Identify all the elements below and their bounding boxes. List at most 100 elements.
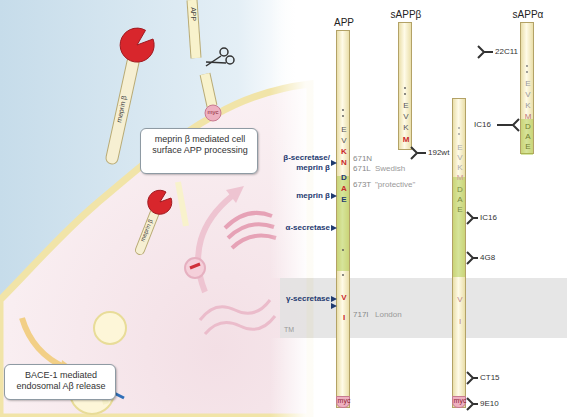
residue-letter: E	[521, 142, 535, 152]
residue-letter: D	[453, 185, 467, 195]
mutation-label: 673T	[353, 180, 377, 190]
mutation-label: 671N	[353, 154, 377, 164]
residue-letter: V	[399, 112, 413, 122]
antibody-label: 22C11	[495, 47, 529, 57]
endosome	[94, 312, 126, 344]
antibody-symbol	[478, 46, 493, 58]
meprin-enzyme	[148, 190, 172, 214]
app-epitope-bar: EVKMDAEVImyc	[452, 98, 466, 408]
residue-letter: E	[337, 125, 351, 135]
antibody-symbol	[467, 398, 478, 410]
residue-letter: A	[521, 132, 535, 142]
scissors-blade	[206, 62, 226, 63]
transport-arrow	[198, 196, 232, 292]
region-label: TM	[284, 326, 304, 334]
vesicle-cargo	[190, 264, 200, 268]
antibody-label: IC16	[474, 120, 498, 130]
antibody-label: 192wt	[428, 148, 462, 158]
meprin-rod	[112, 62, 133, 158]
sequence-dot	[458, 133, 460, 135]
bar-title: sAPPβ	[386, 9, 426, 21]
mutation-label: 717I	[353, 310, 377, 320]
app-fragment	[205, 74, 212, 106]
part-label: meprin β	[114, 89, 131, 130]
cell-membrane	[0, 84, 310, 417]
antibody-label: CT15	[480, 373, 510, 383]
part-label: meprin β	[137, 213, 156, 247]
cleavage-label: γ-secretase	[262, 294, 330, 304]
residue-letter: V	[337, 293, 351, 303]
antibody-symbol	[497, 119, 519, 131]
sequence-dot	[342, 274, 344, 276]
transmembrane-band	[280, 278, 567, 338]
scissors-handle	[220, 48, 228, 56]
sappb-bar: sAPPβEVKM	[398, 22, 412, 150]
cleavage-mark	[331, 160, 337, 166]
cleavage-mark	[331, 296, 337, 302]
sequence-dot	[342, 115, 344, 117]
residue-letter: I	[453, 317, 467, 327]
mutation-name: "protective"	[375, 180, 425, 190]
antibody-label: 4G8	[480, 253, 510, 263]
antibody-symbol	[467, 252, 478, 264]
residue-letter: V	[337, 136, 351, 146]
residue-letter: E	[399, 101, 413, 111]
sappa-bar: sAPPαEVKMDAE	[520, 22, 534, 154]
residue-letter: A	[337, 184, 351, 194]
cleavage-label: meprin β	[268, 191, 330, 201]
antibody-label: 9E10	[480, 399, 510, 409]
app-fragment-outline	[205, 74, 212, 106]
tag-label: myc	[450, 397, 470, 405]
cleavage-mark	[331, 303, 337, 309]
sequence-dot	[526, 65, 528, 67]
bar-title: sAPPα	[508, 9, 548, 21]
meprin-enzyme	[120, 28, 154, 62]
sequence-dot	[404, 87, 406, 89]
sequence-dot	[404, 93, 406, 95]
antibody-label: IC16	[480, 213, 510, 223]
residue-letter: E	[453, 205, 467, 215]
cleavage-label: α-secretase	[262, 223, 330, 233]
residue-letter: D	[337, 173, 351, 183]
part-label: APP	[189, 2, 197, 26]
golgi-stack	[232, 236, 276, 248]
sequence-dot	[458, 127, 460, 129]
residue-letter: M	[521, 112, 535, 122]
mutation-name: Swedish	[375, 164, 415, 174]
cleavage-label: β-secretase/ meprin β	[268, 153, 330, 172]
er-membrane	[200, 300, 270, 320]
residue-letter: D	[521, 122, 535, 132]
endocytosis-arrow	[22, 318, 66, 368]
callout-text: BACE-1 mediated endosomal Aβ release	[9, 370, 113, 392]
app-bar: APPEVKNDAEVImyc	[336, 30, 350, 408]
residue-letter: E	[453, 143, 467, 153]
residue-letter: M	[399, 135, 413, 145]
mutation-name: London	[375, 310, 415, 320]
meprin-rod-outline	[112, 62, 133, 158]
residue-letter: E	[337, 195, 351, 205]
sequence-dot	[342, 249, 344, 251]
residue-letter: K	[521, 101, 535, 111]
tag-label: myc	[203, 109, 223, 116]
scissors-handle	[226, 56, 234, 64]
callout-box: meprin β mediated cell surface APP proce…	[140, 128, 258, 174]
er-membrane	[205, 316, 275, 334]
app-rod	[178, 182, 186, 226]
antibody-symbol	[467, 372, 478, 384]
residue-letter: K	[399, 123, 413, 133]
tag-label: myc	[334, 397, 354, 405]
callout-box: BACE-1 mediated endosomal Aβ release	[4, 364, 116, 400]
scissors-blade	[206, 56, 221, 66]
cleavage-mark	[331, 225, 337, 231]
antibody-symbol	[467, 212, 478, 224]
sequence-dot	[342, 109, 344, 111]
cleavage-mark	[331, 193, 337, 199]
fade-panel	[270, 338, 567, 417]
residue-letter: A	[453, 195, 467, 205]
fade-panel	[270, 0, 567, 278]
